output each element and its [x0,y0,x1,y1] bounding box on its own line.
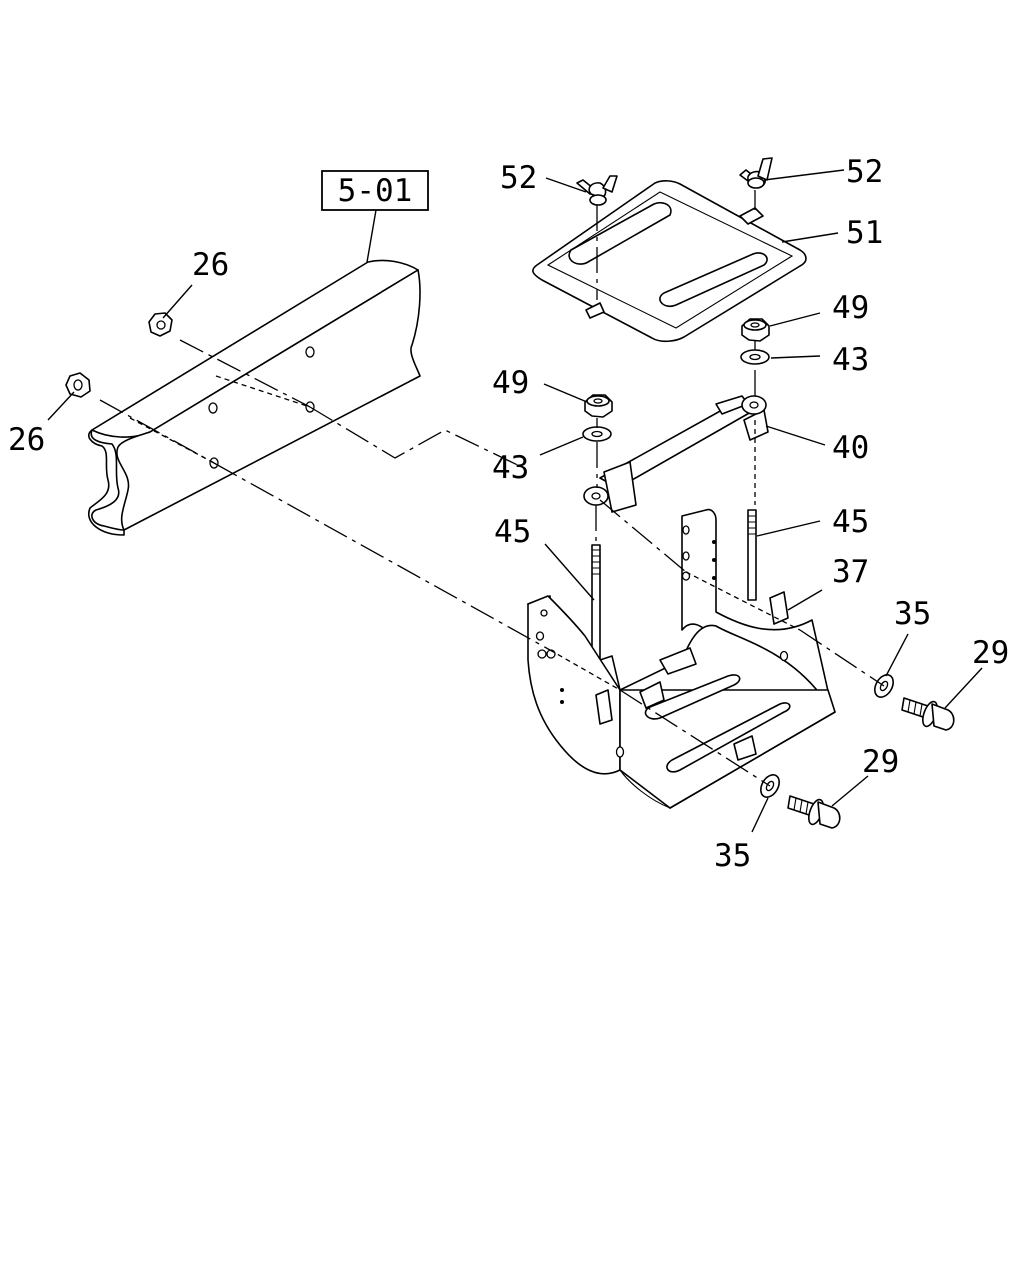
callout-29-lower[interactable]: 29 [862,744,899,780]
callout-43-right[interactable]: 43 [832,342,869,378]
battery-cover-icon [532,180,807,343]
callout-26-lower[interactable]: 26 [8,422,45,458]
callout-49-right[interactable]: 49 [832,290,869,326]
callout-29-upper[interactable]: 29 [972,635,1009,671]
reference-box[interactable]: 5-01 [321,170,429,211]
callout-37[interactable]: 37 [832,554,869,590]
washer-right-icon [740,349,770,365]
callout-26-upper[interactable]: 26 [192,247,229,283]
frame-rail-icon [87,259,421,536]
flange-nut-lower-icon [65,372,91,398]
flange-bolt-upper-icon [901,697,955,731]
callout-45-right[interactable]: 45 [832,504,869,540]
callout-49-left[interactable]: 49 [492,365,529,401]
callout-labels: 26 26 52 52 51 49 43 49 43 40 45 45 37 3… [8,154,1009,874]
reference-box-label: 5-01 [338,173,413,209]
washer-left-icon [582,426,612,442]
wing-nut-right-icon [739,157,773,189]
flange-nut-upper-icon [148,312,173,337]
callout-52-right[interactable]: 52 [846,154,883,190]
assembly-centerlines [99,190,885,787]
callout-35-lower[interactable]: 35 [714,838,751,874]
leader-lines [47,169,983,833]
callout-40[interactable]: 40 [832,430,869,466]
callout-52-left[interactable]: 52 [500,160,537,196]
battery-carrier-icon [527,508,836,809]
wing-nut-left-icon [576,175,618,206]
j-bolt-right-icon [747,509,757,601]
flange-bolt-lower-icon [787,795,841,829]
callout-35-upper[interactable]: 35 [894,596,931,632]
callout-45-left[interactable]: 45 [494,514,531,550]
callout-51[interactable]: 51 [846,215,883,251]
hold-down-bar-icon [583,395,769,513]
hex-nut-left-icon [584,394,613,418]
callout-43-left[interactable]: 43 [492,450,529,486]
hex-nut-right-icon [741,318,770,342]
